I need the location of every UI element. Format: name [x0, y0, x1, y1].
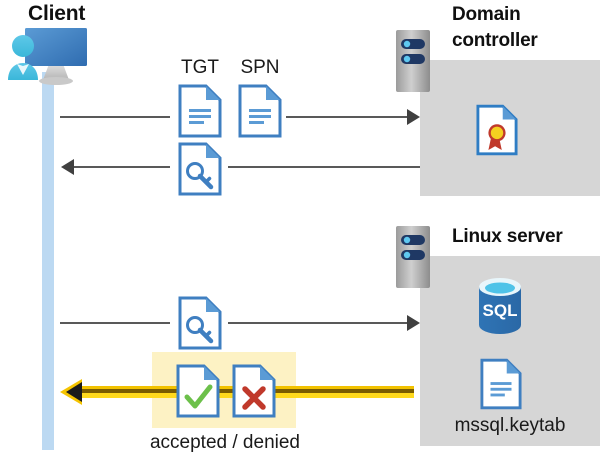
keytab-label: mssql.keytab	[454, 415, 566, 436]
certificate-document-icon	[476, 104, 518, 156]
denied-document-icon	[232, 364, 276, 418]
ticket-key-document-icon-1	[178, 142, 222, 196]
domain-controller-tower-icon	[396, 30, 430, 92]
flow-3-line-right	[228, 322, 408, 324]
client-computer-user-icon	[4, 26, 104, 88]
spn-document-icon	[238, 84, 282, 138]
flow-1-line-right	[286, 116, 408, 118]
flow-3-arrowhead	[407, 315, 420, 331]
flow-2-line-right	[228, 166, 420, 168]
flow-2-arrowhead	[61, 159, 74, 175]
client-label: Client	[28, 2, 86, 25]
tgt-label: TGT	[181, 57, 219, 78]
flow-1-arrowhead	[407, 109, 420, 125]
linux-server-tower-icon	[396, 226, 430, 288]
keytab-document-icon	[480, 358, 522, 410]
spn-label: SPN	[240, 57, 280, 78]
flow-3-line-left	[60, 322, 170, 324]
domain-controller-label-line2: controller	[452, 30, 538, 51]
tgt-document-icon	[178, 84, 222, 138]
sql-database-icon: SQL	[474, 278, 526, 334]
svg-text:SQL: SQL	[483, 301, 518, 320]
flow-4-arrowhead-inner	[66, 382, 82, 402]
ticket-key-document-icon-2	[178, 296, 222, 350]
domain-controller-label-line1: Domain	[452, 4, 521, 25]
accepted-denied-label: accepted / denied	[149, 432, 300, 453]
client-lifeline	[42, 72, 54, 450]
flow-1-line-left	[60, 116, 170, 118]
domain-controller-label: Domain controller	[452, 2, 600, 54]
linux-server-label: Linux server	[452, 226, 563, 247]
flow-2-line-left	[74, 166, 170, 168]
accepted-document-icon	[176, 364, 220, 418]
